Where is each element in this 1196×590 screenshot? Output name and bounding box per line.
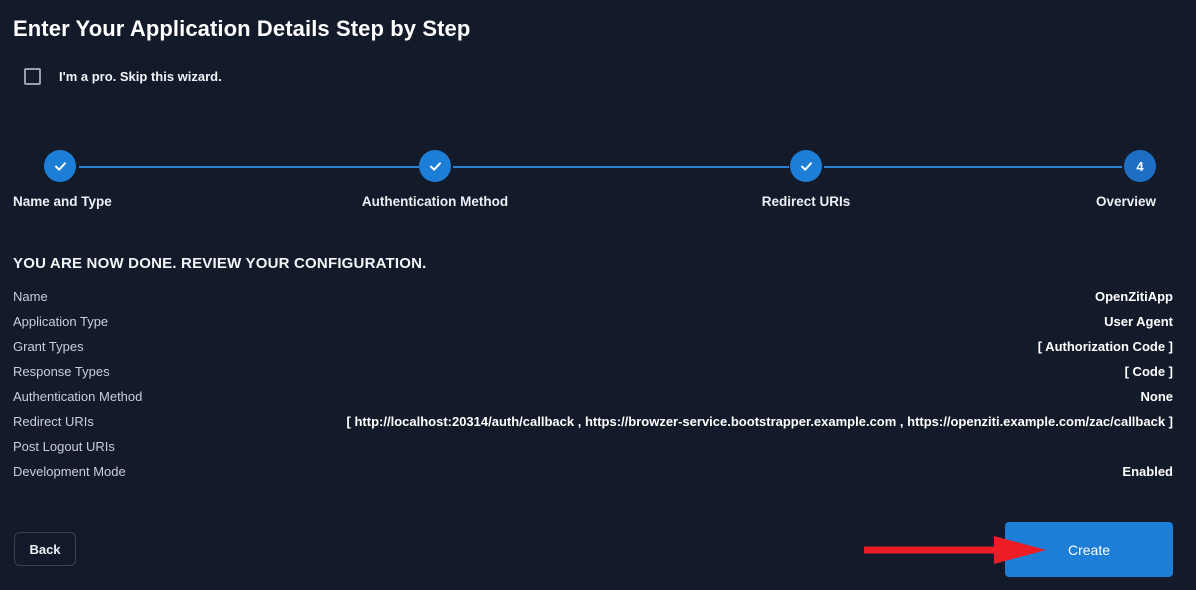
- summary-key: Grant Types: [13, 339, 84, 354]
- summary-value: Enabled: [1122, 464, 1173, 479]
- summary-key: Application Type: [13, 314, 109, 329]
- back-button[interactable]: Back: [14, 532, 76, 566]
- summary-key: Redirect URIs: [13, 414, 94, 429]
- summary-row-response-types: Response Types [ Code ]: [13, 364, 1173, 389]
- step-1-circle[interactable]: [44, 150, 76, 182]
- summary-row-development-mode: Development Mode Enabled: [13, 464, 1173, 489]
- summary-value: [ http://localhost:20314/auth/callback ,…: [346, 414, 1173, 429]
- step-2-circle[interactable]: [419, 150, 451, 182]
- summary-value: None: [1140, 389, 1174, 404]
- check-icon: [429, 161, 441, 171]
- skip-wizard-label: I'm a pro. Skip this wizard.: [59, 69, 222, 84]
- summary-key: Post Logout URIs: [13, 439, 115, 454]
- stepper-connector-2: [453, 166, 789, 168]
- summary-row-name: Name OpenZitiApp: [13, 289, 1173, 314]
- skip-wizard-row[interactable]: I'm a pro. Skip this wizard.: [24, 68, 222, 85]
- step-4-circle[interactable]: 4: [1124, 150, 1156, 182]
- summary-key: Authentication Method: [13, 389, 143, 404]
- step-4-label: Overview: [1095, 194, 1156, 209]
- summary-row-redirect-uris: Redirect URIs [ http://localhost:20314/a…: [13, 414, 1173, 439]
- step-3-circle[interactable]: [790, 150, 822, 182]
- check-icon: [54, 161, 66, 171]
- summary-value: [ Authorization Code ]: [1037, 339, 1173, 354]
- step-1-label: Name and Type: [13, 194, 112, 209]
- summary-value: [ Code ]: [1124, 364, 1173, 379]
- stepper-connector-3: [824, 166, 1122, 168]
- step-4-number: 4: [1136, 158, 1144, 174]
- skip-wizard-checkbox[interactable]: [24, 68, 41, 85]
- summary-row-application-type: Application Type User Agent: [13, 314, 1173, 339]
- summary-key: Name: [13, 289, 48, 304]
- summary-value: User Agent: [1104, 314, 1173, 329]
- step-2-label: Authentication Method: [361, 194, 509, 209]
- review-heading: YOU ARE NOW DONE. REVIEW YOUR CONFIGURAT…: [13, 255, 427, 272]
- check-icon: [800, 161, 812, 171]
- stepper-connector-1: [79, 166, 419, 168]
- configuration-summary: Name OpenZitiApp Application Type User A…: [13, 289, 1173, 489]
- summary-row-post-logout-uris: Post Logout URIs: [13, 439, 1173, 464]
- wizard-stepper: Name and Type Authentication Method Redi…: [0, 150, 1196, 220]
- summary-key: Response Types: [13, 364, 110, 379]
- summary-key: Development Mode: [13, 464, 126, 479]
- step-3-label: Redirect URIs: [761, 194, 851, 209]
- create-button[interactable]: Create: [1005, 522, 1173, 577]
- summary-row-grant-types: Grant Types [ Authorization Code ]: [13, 339, 1173, 364]
- page-title: Enter Your Application Details Step by S…: [13, 16, 471, 41]
- summary-value: OpenZitiApp: [1095, 289, 1173, 304]
- summary-row-authentication-method: Authentication Method None: [13, 389, 1173, 414]
